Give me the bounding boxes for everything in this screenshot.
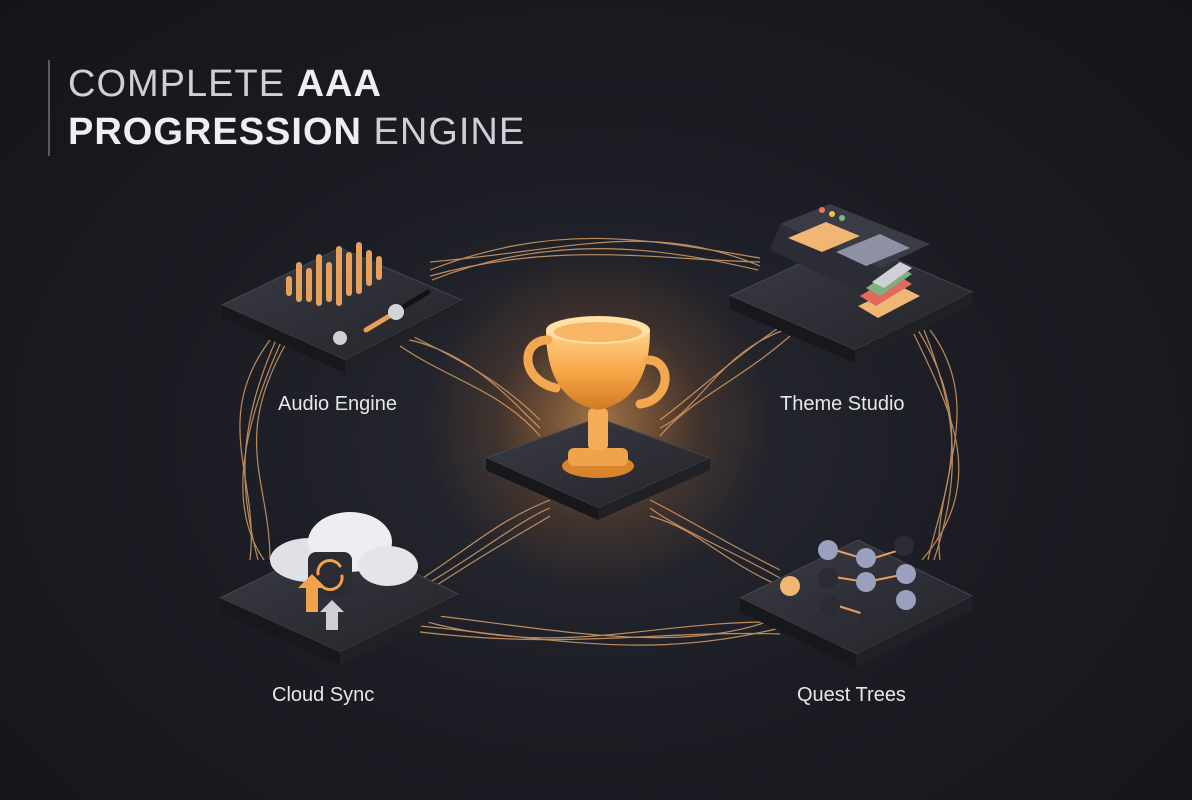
audio-tile (220, 247, 464, 373)
theme-tile (728, 239, 974, 363)
title-word-engine: ENGINE (361, 111, 526, 153)
title-word-aaa: AAA (296, 63, 382, 105)
volume-slider-icon (333, 289, 431, 345)
title-word-complete: COMPLETE (68, 63, 297, 105)
page-title: COMPLETE AAA PROGRESSION ENGINE (48, 60, 525, 156)
quest-tile (738, 539, 974, 668)
trophy-icon (523, 316, 670, 478)
title-line-1: COMPLETE AAA (68, 60, 525, 108)
color-swatch-icon (858, 262, 920, 318)
theme-studio-label: Theme Studio (780, 393, 905, 415)
quest-trees-label: Quest Trees (797, 684, 906, 706)
cloud-icon (270, 512, 418, 596)
title-word-progression: PROGRESSION (68, 111, 362, 153)
waveform-icon (286, 242, 382, 306)
upload-arrow-icon (298, 574, 344, 630)
cloud-sync-label: Cloud Sync (272, 684, 375, 706)
window-icon (770, 204, 930, 296)
audio-engine-label: Audio Engine (278, 393, 397, 415)
quest-tree-icon (780, 536, 916, 626)
title-line-2: PROGRESSION ENGINE (68, 108, 525, 156)
